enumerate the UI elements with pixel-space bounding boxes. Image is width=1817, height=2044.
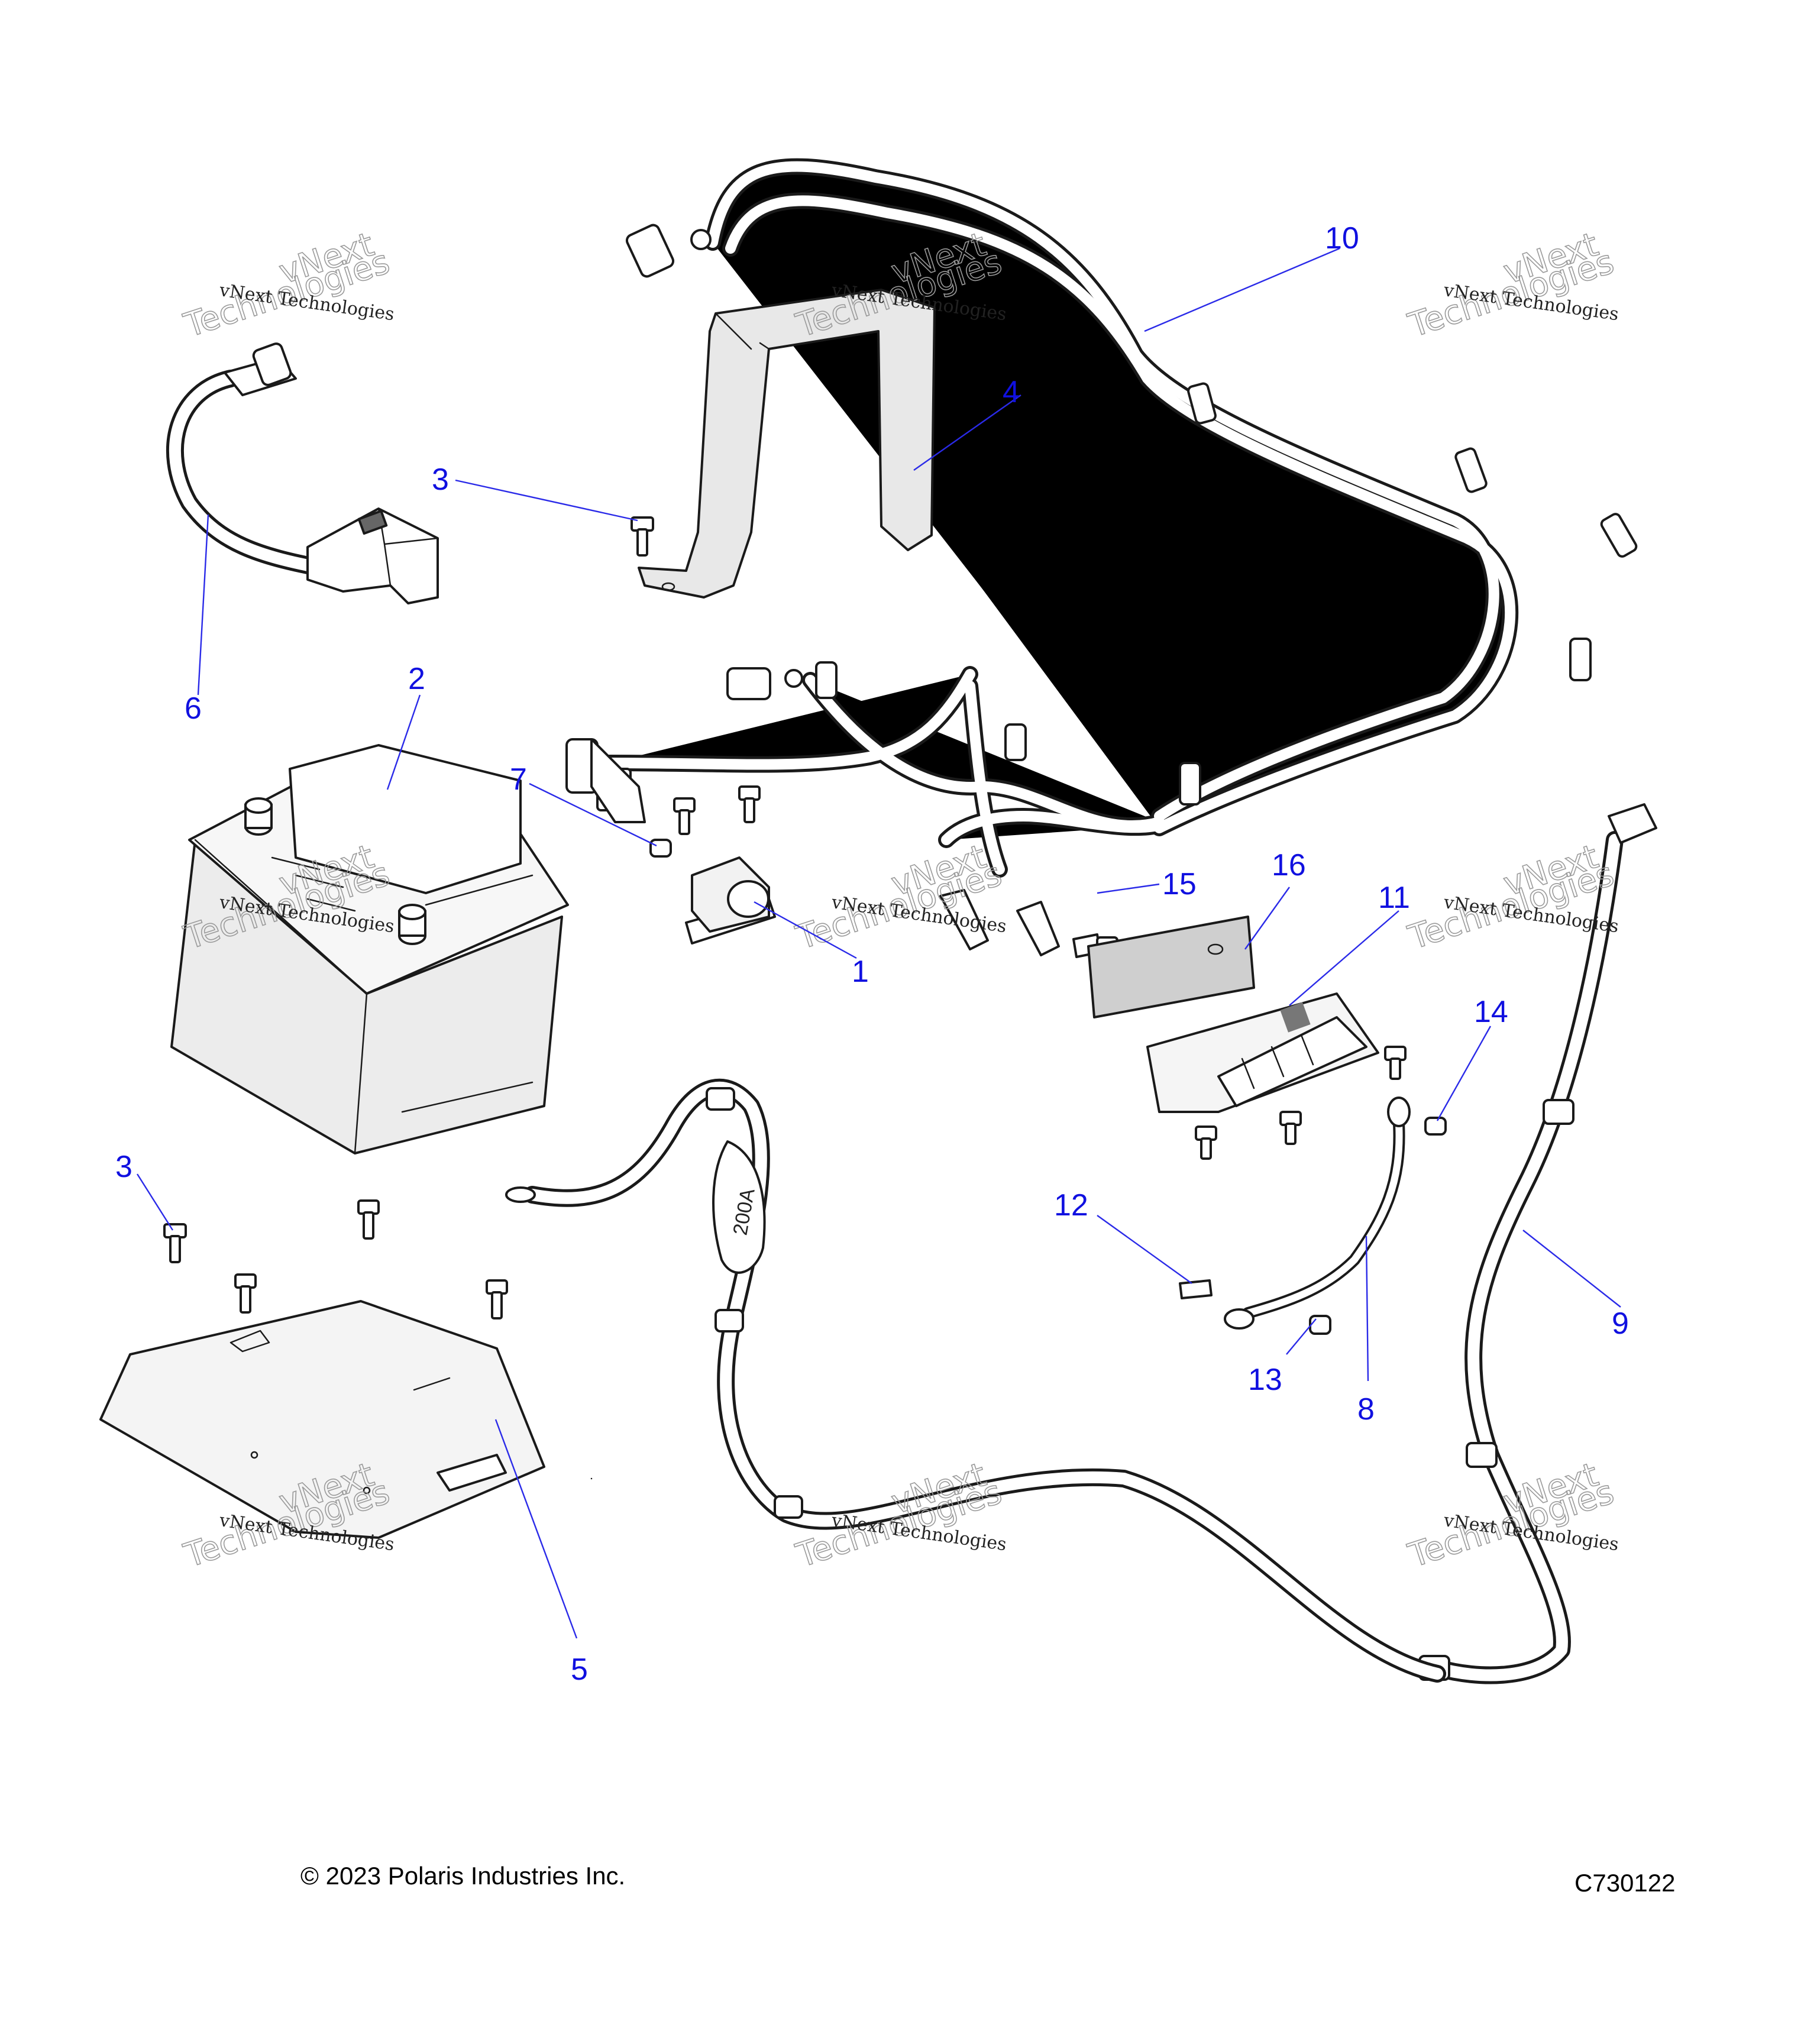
callout-1: 1 (852, 955, 869, 989)
battery-bracket-4 (638, 289, 936, 599)
callout-3-bracket: 3 (432, 463, 449, 497)
callout-11: 11 (1378, 881, 1410, 915)
battery-cable-6 (166, 342, 439, 604)
callout-7: 7 (510, 762, 527, 797)
callout-14: 14 (1474, 995, 1508, 1029)
callout-9: 9 (1612, 1306, 1629, 1341)
solenoid-1 (590, 738, 776, 945)
callout-16: 16 (1272, 848, 1306, 882)
diagram-code: C730122 (1574, 1869, 1676, 1897)
leader-lines (136, 247, 1621, 1639)
callout-4: 4 (1003, 375, 1020, 409)
callout-15: 15 (1162, 867, 1197, 901)
callout-3-tray: 3 (115, 1150, 132, 1184)
callout-5: 5 (571, 1652, 588, 1687)
callout-labels: 1 2 3 3 4 5 6 7 8 9 10 11 12 13 14 15 16 (115, 221, 1629, 1687)
fuse-block-11 (1146, 992, 1379, 1113)
callout-8: 8 (1357, 1392, 1375, 1427)
callout-6: 6 (185, 691, 202, 726)
battery-tray-5 (99, 1300, 593, 1539)
ground-cable-8 (1224, 1097, 1411, 1330)
callout-10: 10 (1325, 221, 1359, 256)
callout-12: 12 (1054, 1188, 1088, 1222)
battery-2 (170, 744, 569, 1154)
plate-16 (1087, 916, 1255, 1018)
copyright-text: © 2023 Polaris Industries Inc. (300, 1862, 626, 1890)
fasteners (163, 516, 1447, 1335)
callout-13: 13 (1248, 1363, 1282, 1397)
fused-cable: 200A (505, 1078, 1446, 1683)
callout-2: 2 (408, 662, 425, 696)
